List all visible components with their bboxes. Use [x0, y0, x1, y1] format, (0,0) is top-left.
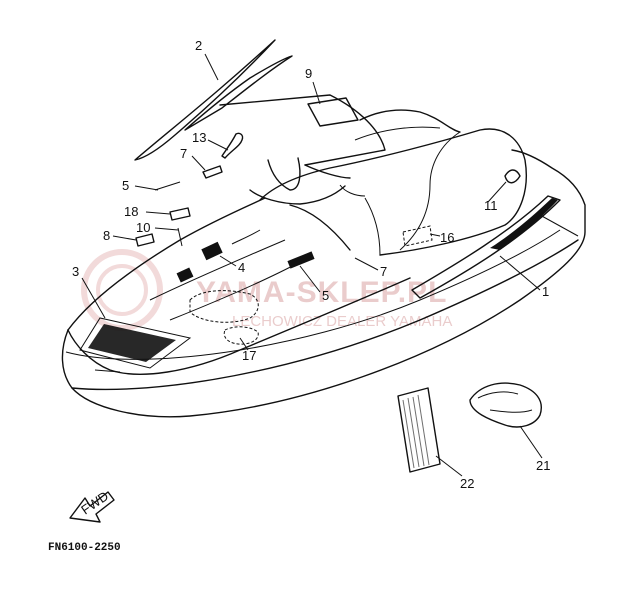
- watermark-logo-outer: [81, 249, 163, 331]
- callout-21: 21: [536, 458, 550, 473]
- callout-16: 16: [440, 230, 454, 245]
- callout-2: 2: [195, 38, 202, 53]
- callout-1: 1: [542, 284, 549, 299]
- seat-cover-part-21: [469, 382, 542, 428]
- callout-11: 11: [484, 198, 498, 213]
- fwd-arrow-icon: FWD: [69, 488, 115, 523]
- watermark-logo-inner: [96, 264, 148, 316]
- callout-5-upper: 5: [122, 178, 129, 193]
- decal-5-graphic: [287, 251, 315, 269]
- decal-9-graphic: [307, 97, 359, 127]
- leader-lines: [81, 53, 543, 477]
- owners-manual-part-22: [397, 387, 441, 473]
- callout-4: 4: [238, 260, 245, 275]
- decal-4-graphic: [201, 241, 223, 261]
- callout-17: 17: [242, 348, 256, 363]
- watermark-sub-text: ŁECHOWICZ DEALER YAMAHA: [232, 313, 452, 330]
- callout-18: 18: [124, 204, 138, 219]
- callout-7-lower: 7: [380, 264, 387, 279]
- callout-labels: 2 9 13 7 5 18 10 8 3 4 5 7 11 16 1 17 22…: [72, 38, 550, 491]
- watermark-main-text: YAMA-SKLEP.PL: [196, 276, 447, 309]
- watercraft-hull: [61, 39, 586, 418]
- callout-10: 10: [136, 220, 150, 235]
- callout-9: 9: [305, 66, 312, 81]
- callout-5-lower: 5: [322, 288, 329, 303]
- callout-13: 13: [192, 130, 206, 145]
- watermark: YAMA-SKLEP.PL ŁECHOWICZ DEALER YAMAHA: [81, 249, 452, 331]
- callout-3: 3: [72, 264, 79, 279]
- callout-8: 8: [103, 228, 110, 243]
- diagram-code: FN6100-2250: [48, 542, 121, 554]
- callout-22: 22: [460, 476, 474, 491]
- callout-7-upper: 7: [180, 146, 187, 161]
